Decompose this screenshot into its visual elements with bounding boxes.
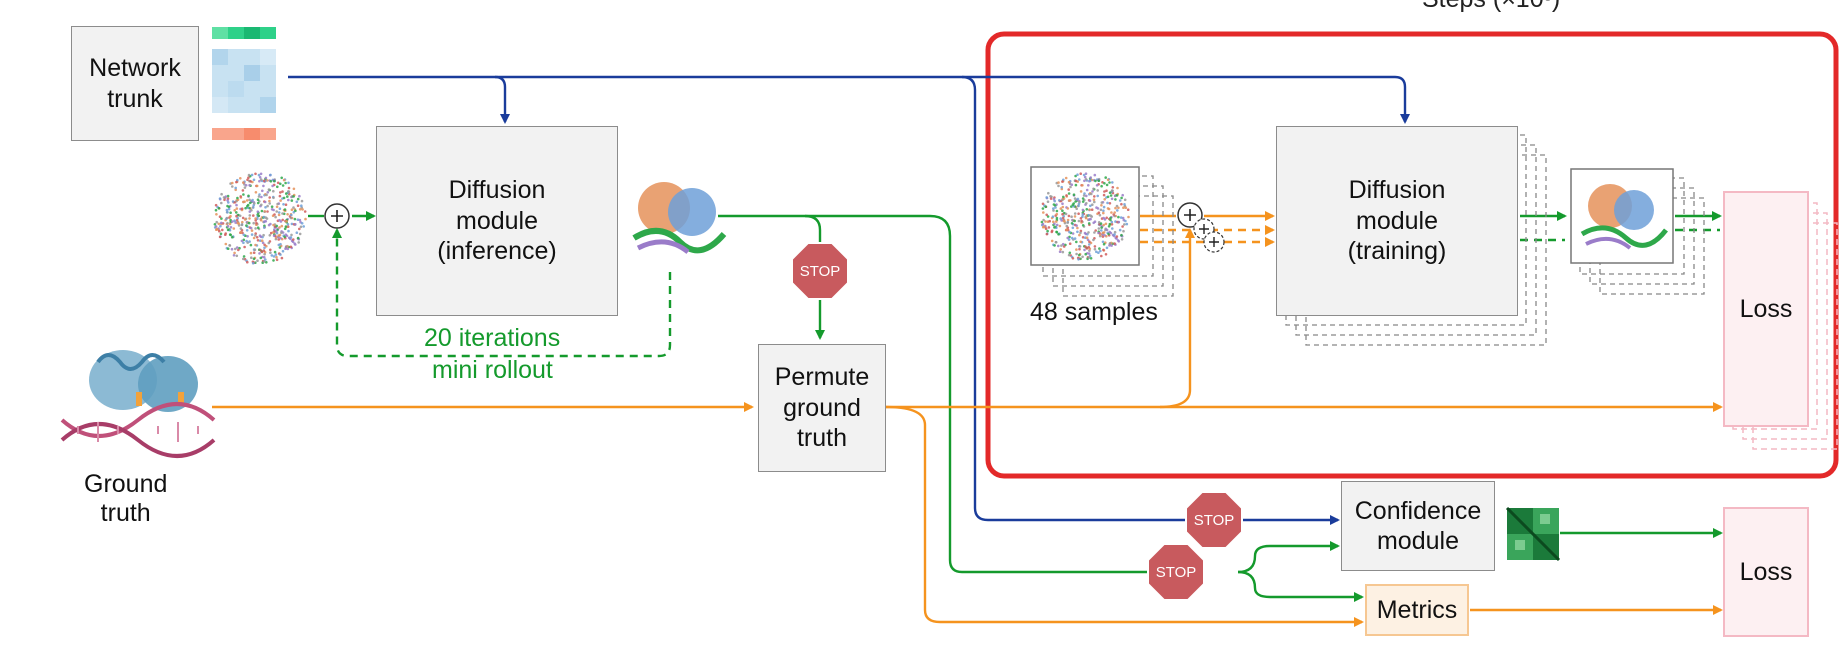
diffusion-training-box: Diffusion module (training): [1276, 126, 1518, 316]
stop-sign-permute: STOP: [791, 242, 849, 300]
orange-permute-to-plus: [1159, 228, 1195, 409]
loss-confidence-label: Loss: [1739, 557, 1793, 586]
loss-training-box: Loss: [1723, 191, 1809, 427]
ground-truth-label: Ground truth: [84, 470, 168, 527]
iterations-label: 20 iterations: [424, 324, 561, 352]
loss-training-label: Loss: [1739, 294, 1793, 323]
predicted-structure-inference-icon: [632, 182, 727, 254]
network-trunk-label: Network trunk: [89, 54, 181, 113]
loss-confidence-box: Loss: [1723, 507, 1809, 637]
green-to-stop-permute: [804, 214, 822, 246]
noise-sample-training: [1030, 166, 1140, 266]
confidence-label: Confidence module: [1354, 496, 1482, 556]
embedding-bottom-bar: [212, 128, 276, 140]
permute-ground-truth-box: Permute ground truth: [758, 344, 886, 472]
permute-label: Permute ground truth: [774, 363, 870, 453]
blue-to-confidence: [961, 75, 1340, 525]
embedding-pair-grid: [212, 49, 276, 113]
plus-node-training-stack-2: [1203, 231, 1225, 253]
orange-permute-to-metrics: [885, 405, 1364, 627]
confidence-module-box: Confidence module: [1341, 481, 1495, 571]
plus-node-inference: [324, 203, 350, 229]
network-trunk-box: Network trunk: [71, 26, 199, 141]
mini-rollout-label: mini rollout: [432, 356, 553, 384]
green-inference-out: [718, 214, 1152, 574]
stop-sign-confidence-trunk: STOP: [1185, 491, 1243, 549]
plus-node-training: [1177, 202, 1203, 228]
steps-header-partial: Steps (×10³): [1422, 0, 1560, 14]
stop-sign-confidence-structure: STOP: [1147, 543, 1205, 601]
green-rollout-loop: [332, 228, 672, 358]
stop-sign-confidence-trunk-text: STOP: [1193, 511, 1235, 529]
predicted-structure-training-icon: [1570, 168, 1674, 264]
confidence-heatmap: [1505, 506, 1561, 562]
diffusion-inference-label: Diffusion module (inference): [437, 176, 557, 266]
embedding-single-bar: [212, 27, 276, 39]
training-highlight-frame: [985, 31, 1839, 479]
blue-to-inference: [494, 75, 510, 124]
diffusion-inference-box: Diffusion module (inference): [376, 126, 618, 316]
ground-truth-protein-dna-icon: [60, 350, 216, 458]
metrics-box: Metrics: [1365, 584, 1469, 636]
stop-sign-permute-text: STOP: [799, 262, 841, 280]
stop-sign-confidence-structure-text: STOP: [1155, 563, 1197, 581]
noise-cloud-inference: [213, 172, 307, 265]
green-to-confidence: [1237, 541, 1340, 574]
metrics-label: Metrics: [1376, 595, 1458, 624]
green-to-metrics: [1237, 570, 1364, 602]
samples-label: 48 samples: [1030, 298, 1158, 326]
blue-trunk-line: [288, 75, 1410, 124]
diffusion-training-label: Diffusion module (training): [1347, 176, 1447, 266]
